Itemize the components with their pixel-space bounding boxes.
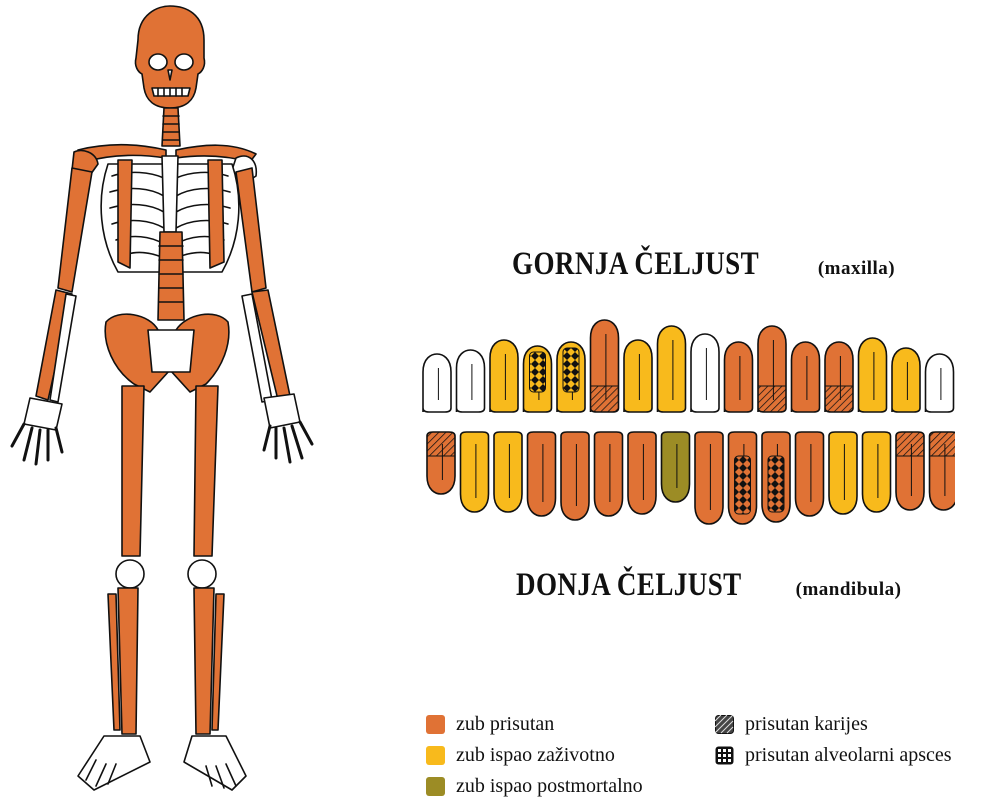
upper-tooth [926,354,954,412]
tooth-shape [457,350,485,412]
lower-tooth [729,432,757,524]
upper-tooth [758,326,786,412]
tooth-shape [658,326,686,412]
tooth-shape [494,432,522,512]
mandible-title: DONJA ČELJUST (mandibula) [516,567,901,604]
lower-tooth [595,432,623,516]
upper-tooth [792,342,820,412]
caries-mark [930,432,956,456]
caries-mark [825,386,853,412]
tooth-shape [792,342,820,412]
tooth-shape [796,432,824,516]
lower-tooth [427,432,455,494]
right-femur [194,386,218,556]
tooth-shape [561,432,589,520]
abscess-mark [530,352,546,392]
upper-tooth [658,326,686,412]
tooth-shape [926,354,954,412]
tooth-shape [423,354,451,412]
legend-swatch-present [426,715,445,734]
upper-tooth [557,342,585,412]
upper-tooth [490,340,518,412]
lower-tooth [561,432,589,520]
upper-tooth [892,348,920,412]
legend-label: prisutan karijes [745,712,868,736]
abscess-mark [768,456,784,512]
lower-tooth [695,432,723,524]
upper-tooth [524,346,552,412]
tooth-shape [528,432,556,516]
mandible-title-main: DONJA ČELJUST [516,567,742,604]
lower-tooth [628,432,656,514]
lower-tooth [494,432,522,512]
lower-tooth [528,432,556,516]
upper-tooth [591,320,619,412]
legend-swatch-abscess [715,746,734,765]
lower-tooth [461,432,489,512]
abscess-mark [735,456,751,514]
skeleton-illustration [0,0,330,803]
legend-label: zub ispao postmortalno [456,774,643,798]
legend-label: prisutan alveolarni apsces [745,743,952,767]
right-humerus [236,168,266,292]
upper-tooth [691,334,719,412]
tooth-shape [859,338,887,412]
tooth-shape [490,340,518,412]
tooth-shape [624,340,652,412]
caries-mark [896,432,924,456]
maxilla-title-sub: (maxilla) [818,258,895,279]
tooth-shape [628,432,656,514]
lower-tooth [762,432,790,522]
mandible-title-sub: (mandibula) [796,579,902,600]
lower-tooth [796,432,824,516]
maxilla-title-main: GORNJA ČELJUST [512,246,759,283]
upper-tooth [859,338,887,412]
upper-tooth [457,350,485,412]
upper-tooth [825,342,853,412]
tooth-shape [695,432,723,524]
maxilla-title: GORNJA ČELJUST (maxilla) [512,246,895,283]
tooth-shape [892,348,920,412]
legend-label: zub prisutan [456,712,554,736]
upper-tooth [423,354,451,412]
tooth-shape [863,432,891,512]
legend-swatch-lost-antemortem [426,746,445,765]
caries-mark [591,386,619,412]
lower-tooth [930,432,956,510]
upper-tooth [725,342,753,412]
lower-teeth-row [427,432,955,524]
tooth-shape [595,432,623,516]
lower-tooth [896,432,924,510]
legend-label: zub ispao zaživotno [456,743,615,767]
tooth-shape [691,334,719,412]
legend-swatch-lost-postmortem [426,777,445,796]
lower-tooth [829,432,857,514]
left-humerus [58,168,92,292]
tooth-shape [662,432,690,502]
upper-teeth-row [423,320,954,412]
caries-mark [758,386,786,412]
left-femur [122,386,144,556]
upper-tooth [624,340,652,412]
abscess-mark [563,348,579,392]
lower-tooth [662,432,690,502]
caries-mark [427,432,455,456]
tooth-shape [725,342,753,412]
legend-swatch-caries [715,715,734,734]
dental-chart [415,300,955,530]
tooth-shape [829,432,857,514]
lower-tooth [863,432,891,512]
tooth-shape [461,432,489,512]
